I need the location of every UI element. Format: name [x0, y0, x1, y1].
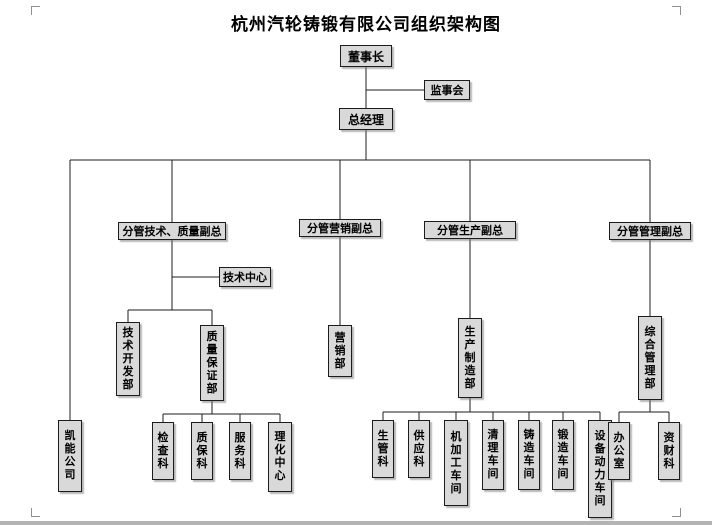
crop-mark-top-right [672, 6, 681, 15]
page-title: 杭州汽轮铸锻有限公司组织架构图 [231, 15, 501, 34]
node-office[interactable]: 办公室 [608, 422, 630, 480]
node-deputy-tech-quality[interactable]: 分管技术、质量副总 [118, 222, 226, 240]
node-qa-section[interactable]: 质保科 [191, 422, 213, 480]
node-cleaning-workshop[interactable]: 清理车间 [482, 420, 504, 490]
node-physchem-center[interactable]: 理化中心 [268, 422, 292, 492]
node-general-manager[interactable]: 总经理 [339, 108, 393, 130]
node-supply-section[interactable]: 供应科 [408, 420, 430, 478]
node-tech-dev-dept[interactable]: 技术开发部 [116, 322, 140, 396]
node-general-mgmt-dept[interactable]: 综合管理部 [638, 316, 662, 400]
node-finance-section[interactable]: 资财科 [658, 422, 680, 480]
node-service-section[interactable]: 服务科 [229, 422, 251, 480]
node-casting-workshop[interactable]: 铸造车间 [518, 420, 540, 490]
node-prod-mgmt-section[interactable]: 生管科 [372, 420, 394, 478]
node-deputy-production[interactable]: 分管生产副总 [424, 221, 516, 239]
node-qa-dept[interactable]: 质量保证部 [200, 325, 224, 401]
page-bottom-edge [0, 521, 712, 525]
node-deputy-admin[interactable]: 分管管理副总 [609, 222, 691, 240]
crop-mark-top-left [31, 6, 40, 15]
node-supervisory-board[interactable]: 监事会 [424, 80, 470, 100]
node-production-dept[interactable]: 生产制造部 [458, 318, 482, 398]
crop-mark-bottom-right [672, 508, 681, 517]
crop-mark-bottom-left [31, 508, 40, 517]
node-chairman[interactable]: 董事长 [340, 45, 392, 67]
node-forging-workshop[interactable]: 锻造车间 [552, 420, 574, 490]
node-inspection-section[interactable]: 检查科 [152, 422, 174, 480]
node-tech-center[interactable]: 技术中心 [219, 267, 271, 287]
node-marketing-dept[interactable]: 营销部 [328, 325, 352, 377]
node-deputy-marketing[interactable]: 分管营销副总 [299, 219, 381, 237]
node-kaineng-company[interactable]: 凯能公司 [58, 420, 82, 492]
node-machining-workshop[interactable]: 机加工车间 [444, 420, 468, 506]
